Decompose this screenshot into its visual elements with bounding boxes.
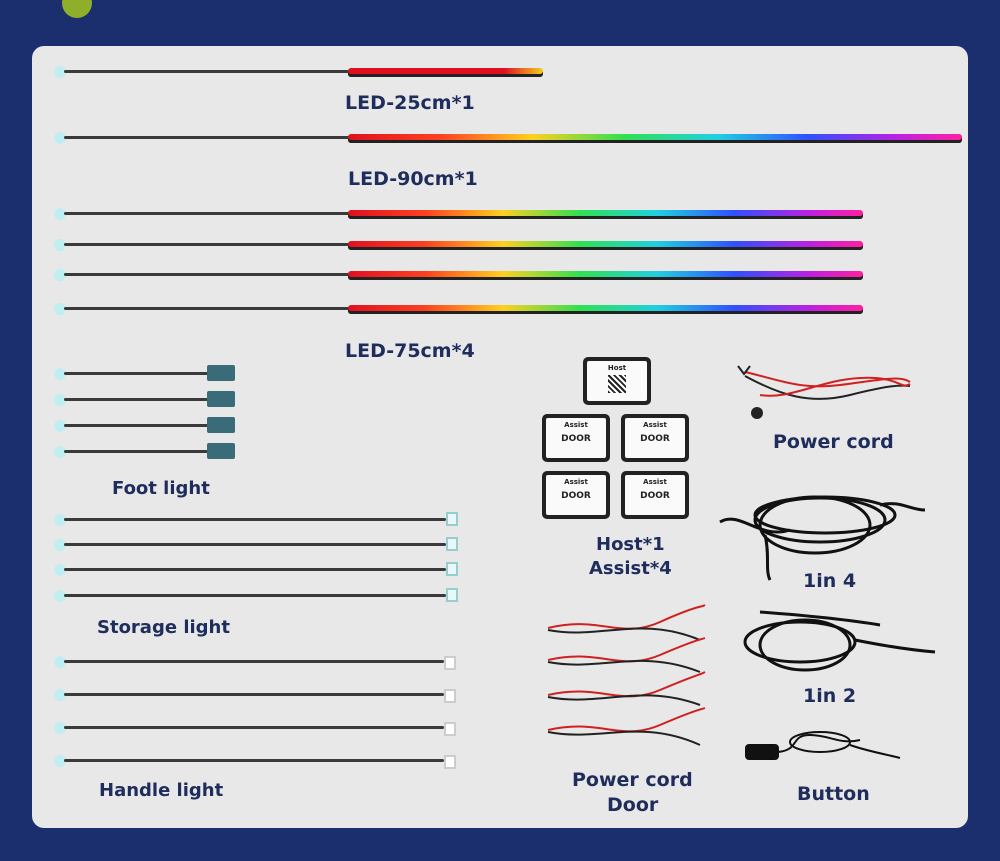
host-module: Host	[583, 357, 651, 405]
connector	[54, 66, 66, 78]
wire	[64, 450, 209, 453]
wire	[64, 372, 209, 375]
wire	[64, 568, 446, 571]
led-strip-75cm	[348, 241, 863, 250]
label-assist: Assist*4	[589, 558, 672, 579]
label-door: Door	[607, 794, 659, 816]
product-panel	[32, 46, 968, 828]
foot-light	[207, 365, 235, 381]
wire	[64, 243, 350, 246]
label-host: Host*1	[596, 534, 665, 555]
connector	[54, 446, 66, 458]
wire	[64, 759, 444, 762]
connector	[54, 722, 66, 734]
wire	[64, 136, 350, 139]
storage-light	[446, 562, 458, 576]
wire	[64, 70, 350, 73]
label-storage-light: Storage light	[97, 617, 230, 638]
connector	[54, 303, 66, 315]
connector	[54, 755, 66, 767]
wire	[64, 307, 350, 310]
wire	[64, 594, 446, 597]
foot-light	[207, 443, 235, 459]
handle-light	[444, 722, 456, 736]
connector	[54, 689, 66, 701]
foot-light	[207, 417, 235, 433]
label-led-25: LED-25cm*1	[345, 92, 475, 114]
handle-light	[444, 656, 456, 670]
led-strip-75cm	[348, 210, 863, 219]
connector	[54, 590, 66, 602]
connector	[54, 656, 66, 668]
wire	[64, 398, 209, 401]
label-handle-light: Handle light	[99, 780, 224, 801]
qr-code-icon	[608, 375, 626, 393]
connector	[54, 208, 66, 220]
handle-light	[444, 689, 456, 703]
wire	[64, 273, 350, 276]
led-strip-75cm	[348, 271, 863, 280]
wire	[64, 726, 444, 729]
power-cord-door-cables	[547, 604, 706, 746]
connector	[54, 132, 66, 144]
label-power-cord: Power cord	[773, 431, 894, 453]
connector	[54, 368, 66, 380]
brand-dot	[62, 0, 92, 18]
label-led-90: LED-90cm*1	[348, 168, 478, 190]
led-strip-75cm	[348, 305, 863, 314]
connector	[54, 564, 66, 576]
label-led-75: LED-75cm*4	[345, 340, 475, 362]
wire	[64, 660, 444, 663]
storage-light	[446, 588, 458, 602]
connector	[54, 269, 66, 281]
1in2-cable	[743, 610, 936, 672]
wire	[64, 693, 444, 696]
wire	[64, 424, 209, 427]
led-strip-90cm	[348, 134, 962, 143]
storage-light	[446, 537, 458, 551]
button-cable	[745, 731, 901, 760]
wire	[64, 518, 446, 521]
handle-light	[444, 755, 456, 769]
foot-light	[207, 391, 235, 407]
wire	[64, 543, 446, 546]
connector	[54, 514, 66, 526]
connector	[54, 539, 66, 551]
label-button: Button	[797, 783, 870, 805]
label-1in2: 1in 2	[803, 685, 857, 707]
label-foot-light: Foot light	[112, 478, 210, 499]
connector	[54, 420, 66, 432]
1in4-cable	[719, 495, 926, 581]
led-strip-25cm	[348, 68, 543, 77]
connector	[54, 394, 66, 406]
connector	[54, 239, 66, 251]
wire	[64, 212, 350, 215]
label-1in4: 1in 4	[803, 570, 857, 592]
power-cord-cable	[737, 365, 911, 419]
storage-light	[446, 512, 458, 526]
label-power-cord-door: Power cord	[572, 769, 693, 791]
